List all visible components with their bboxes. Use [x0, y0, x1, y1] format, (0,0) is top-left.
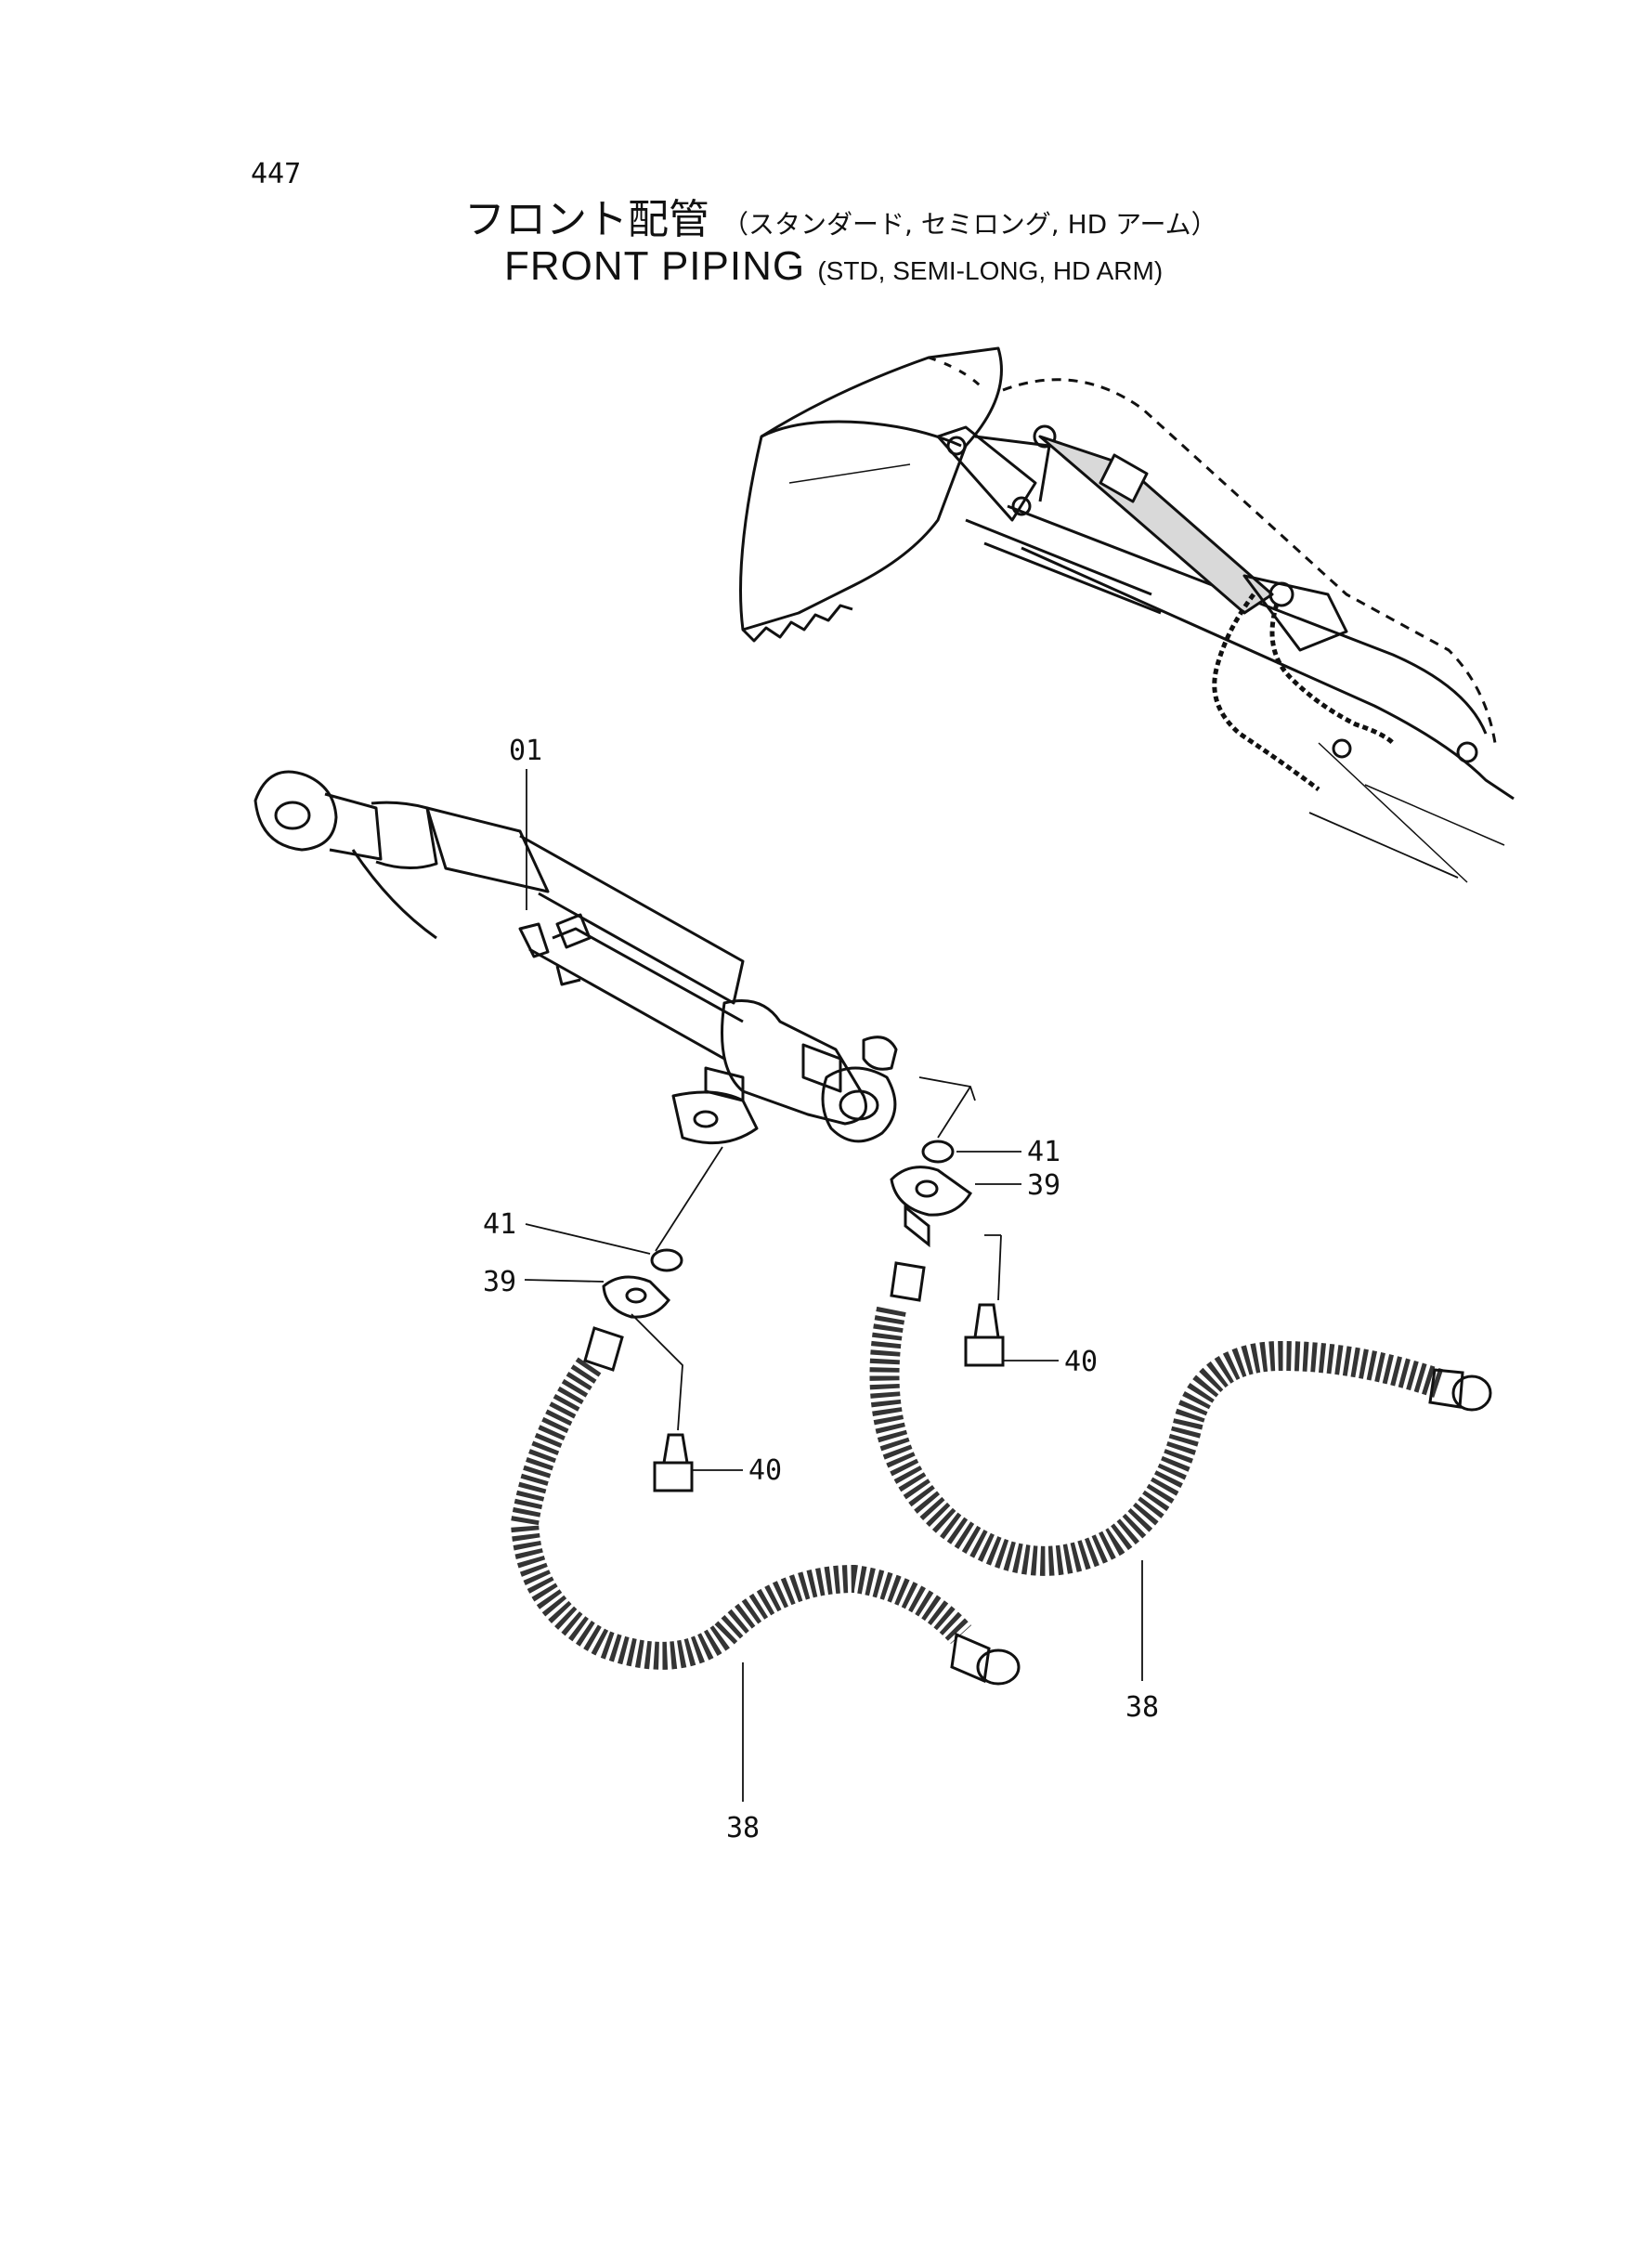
callout-38-left: 38 — [726, 1812, 760, 1844]
bucket-cylinder — [254, 770, 898, 1145]
right-hose-assembly — [869, 1140, 1492, 1576]
title-japanese-main: フロント配管 — [464, 196, 709, 243]
callout-38-right: 38 — [1125, 1691, 1159, 1724]
callouts: 01 41 39 40 41 39 40 38 38 — [483, 735, 1159, 1844]
title-english-sub: (STD, SEMI-LONG, HD ARM) — [817, 256, 1164, 285]
callout-39-right: 39 — [1027, 1169, 1060, 1202]
inset-bucket-cylinder — [1038, 435, 1348, 652]
callout-39-left: 39 — [483, 1266, 516, 1298]
leader-lines — [524, 769, 1459, 1802]
oring-left — [650, 1248, 683, 1272]
title-english: FRONT PIPING (STD, SEMI-LONG, HD ARM) — [504, 243, 1163, 290]
title-japanese: フロント配管 （スタンダード, セミロング, HD アーム） — [464, 186, 1217, 245]
hose-right — [869, 1261, 1492, 1576]
bolt-left — [653, 1433, 694, 1492]
bucket-linkage — [936, 424, 1162, 615]
page-number: 447 — [251, 158, 302, 190]
title-japanese-sub: （スタンダード, セミロング, HD アーム） — [722, 209, 1217, 240]
bucket — [739, 346, 1003, 643]
callout-01: 01 — [509, 735, 542, 767]
oring-right — [921, 1140, 955, 1164]
flange-right — [890, 1166, 972, 1248]
left-hose-assembly — [510, 1248, 1021, 1686]
callout-41-right: 41 — [1027, 1136, 1060, 1168]
flange-left — [602, 1275, 670, 1319]
callout-40-right: 40 — [1064, 1346, 1098, 1378]
inset-arm — [1002, 378, 1515, 883]
bolt-right — [964, 1303, 1005, 1367]
callout-40-left: 40 — [748, 1454, 782, 1487]
title-english-main: FRONT PIPING — [504, 243, 806, 289]
callout-41-left: 41 — [483, 1208, 516, 1241]
inset-hoses — [1212, 593, 1395, 792]
hose-left — [510, 1326, 1021, 1686]
inset-bucket-arm — [739, 346, 1515, 883]
